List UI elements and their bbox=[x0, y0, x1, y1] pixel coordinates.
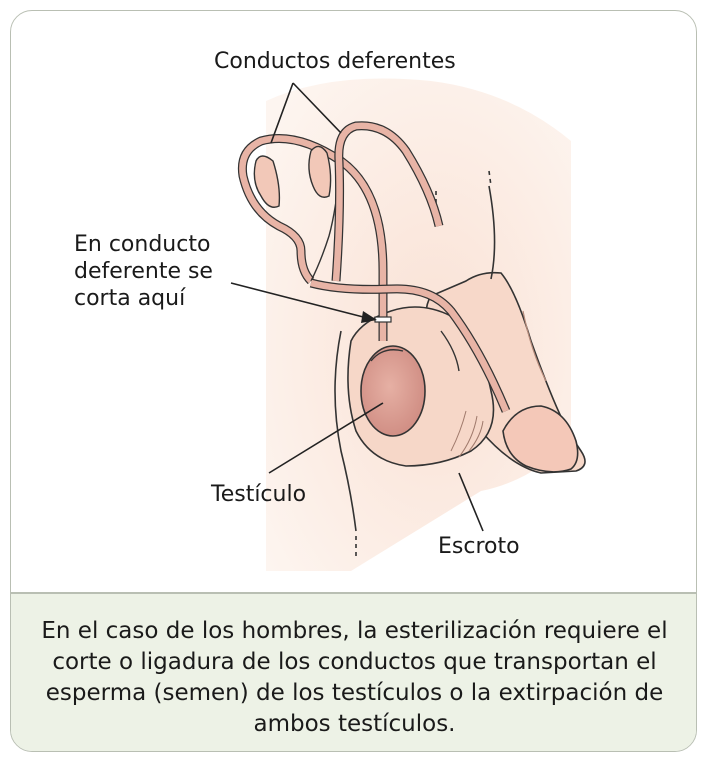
divider bbox=[11, 592, 696, 594]
label-cut-site: En conducto deferente se corta aquí bbox=[74, 232, 213, 311]
figure-card: Conductos deferentes En conducto deferen… bbox=[10, 10, 697, 752]
label-scrotum: Escroto bbox=[438, 534, 520, 559]
testicle bbox=[360, 345, 426, 437]
leader-scrotum bbox=[458, 472, 484, 532]
anatomy-drawing bbox=[230, 78, 586, 571]
seminal-vesicle-left bbox=[253, 155, 281, 208]
leader-cut-site bbox=[230, 282, 372, 320]
anatomy-illustration: Conductos deferentes En conducto deferen… bbox=[11, 11, 696, 593]
arrowhead-icon bbox=[361, 311, 377, 323]
label-vas-deferens: Conductos deferentes bbox=[214, 49, 456, 74]
seminal-vesicle-right bbox=[308, 145, 332, 198]
caption-panel: En el caso de los hombres, la esteriliza… bbox=[11, 594, 696, 751]
leader-testicle bbox=[268, 402, 384, 474]
cut-marker bbox=[374, 316, 392, 323]
caption-text: En el caso de los hombres, la esteriliza… bbox=[41, 618, 668, 737]
label-testicle: Testículo bbox=[211, 482, 307, 507]
glans bbox=[502, 405, 579, 473]
thigh-outline bbox=[334, 330, 357, 532]
leader-vas-deferens bbox=[270, 82, 342, 144]
